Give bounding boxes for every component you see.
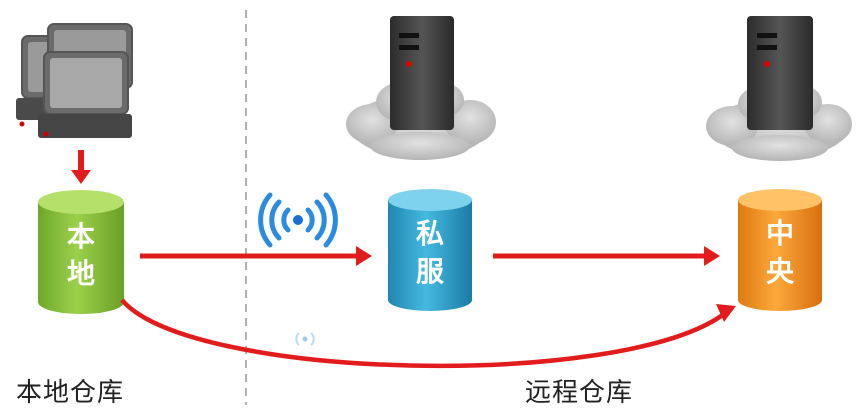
local-to-private-arrow <box>140 246 372 266</box>
central-server-group <box>706 16 852 161</box>
local-to-central-arrow <box>120 298 736 369</box>
local-repository-heading: 本地仓库 <box>16 378 125 408</box>
down-arrow-icon <box>71 150 91 184</box>
private-repo-cylinder[interactable]: 私 服 <box>388 189 472 311</box>
local-repo-label-bottom: 地 <box>67 257 95 290</box>
private-repo-label-bottom: 服 <box>416 255 445 288</box>
central-repo-label-top: 中 <box>766 217 794 250</box>
server-tower-icon <box>747 16 813 130</box>
faint-wireless-icon <box>295 332 315 346</box>
wireless-signal-icon <box>258 192 338 248</box>
server-tower-icon <box>390 16 454 130</box>
private-to-central-arrow <box>493 246 720 266</box>
private-repo-label-top: 私 <box>416 217 444 250</box>
remote-repository-heading: 远程仓库 <box>525 378 634 408</box>
central-repo-cylinder[interactable]: 中 央 <box>738 189 822 311</box>
central-repo-label-bottom: 央 <box>766 255 795 288</box>
local-repo-label-top: 本 <box>67 220 95 253</box>
private-server-group <box>346 16 496 160</box>
desktop-computers-icon <box>16 23 133 138</box>
local-repo-cylinder[interactable]: 本 地 <box>38 190 124 314</box>
